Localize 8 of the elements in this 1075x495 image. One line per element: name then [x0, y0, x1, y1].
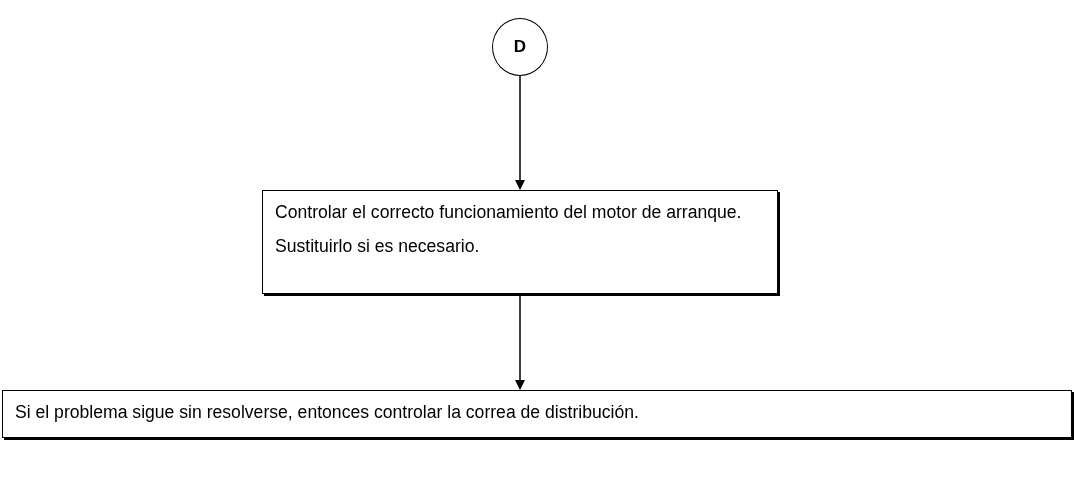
connector-circle: D: [492, 18, 548, 76]
arrow: [515, 75, 525, 190]
process-box: [262, 190, 778, 294]
process-box: [2, 390, 1072, 438]
instruction-text: Si el problema sigue sin resolverse, entonces controlar la correa de distribución.: [15, 401, 640, 424]
instruction-text: Controlar el correcto funcionamiento del motor de arranque.: [275, 201, 743, 224]
arrow: [515, 293, 525, 390]
instruction-text: Sustituirlo si es necesario.: [275, 234, 481, 258]
